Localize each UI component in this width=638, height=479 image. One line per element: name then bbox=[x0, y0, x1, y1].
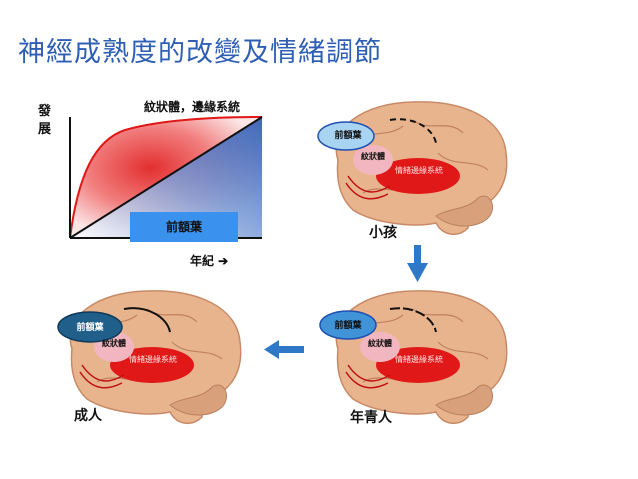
limbic-region bbox=[110, 347, 194, 383]
limbic-region bbox=[376, 158, 460, 194]
prefrontal-region bbox=[319, 310, 377, 340]
brain-adult-striatum-label: 紋狀體 bbox=[102, 338, 126, 348]
brain-adult-stage-label: 成人 bbox=[74, 408, 102, 424]
brain-child-stage-label: 小孩 bbox=[369, 225, 397, 241]
brain-child-pfc-label: 前額葉 bbox=[334, 131, 362, 141]
brain-adult-pfc-label: 前額葉 bbox=[76, 323, 104, 333]
brain-child-striatum-label: 紋狀體 bbox=[361, 151, 385, 161]
prefrontal-region bbox=[57, 311, 123, 343]
brain-teen-stage-label: 年青人 bbox=[350, 410, 392, 426]
striatum-curve bbox=[69, 116, 263, 239]
arrow-left-icon bbox=[264, 340, 304, 359]
arrow-down-icon bbox=[407, 245, 428, 282]
brain-teen-limbic-label: 情緒邊緣系統 bbox=[395, 355, 443, 364]
x-axis-label: 年紀 ➔ bbox=[190, 254, 229, 268]
brain-adult-limbic-label: 情緒邊緣系統 bbox=[129, 355, 177, 364]
brain-teen-pfc-label: 前額葉 bbox=[334, 321, 362, 331]
brain-child-limbic-label: 情緒邊緣系統 bbox=[395, 166, 443, 175]
brain-teen-striatum-label: 紋狀體 bbox=[368, 338, 392, 348]
prefrontal-line bbox=[69, 116, 263, 239]
striatum-region bbox=[360, 332, 400, 362]
brain-adult bbox=[57, 290, 242, 424]
y-axis-label: 發展 bbox=[38, 104, 52, 137]
striatum-curve-label: 紋狀體，邊緣系統 bbox=[144, 100, 241, 114]
brain-teen bbox=[319, 290, 508, 424]
prefrontal-region bbox=[317, 121, 375, 151]
page-title: 神經成熟度的改變及情緒調節 bbox=[18, 37, 382, 68]
limbic-region bbox=[376, 347, 460, 383]
brain-child bbox=[317, 101, 508, 235]
prefrontal-label-box: 前額葉 bbox=[130, 212, 238, 242]
striatum-region bbox=[353, 145, 393, 175]
